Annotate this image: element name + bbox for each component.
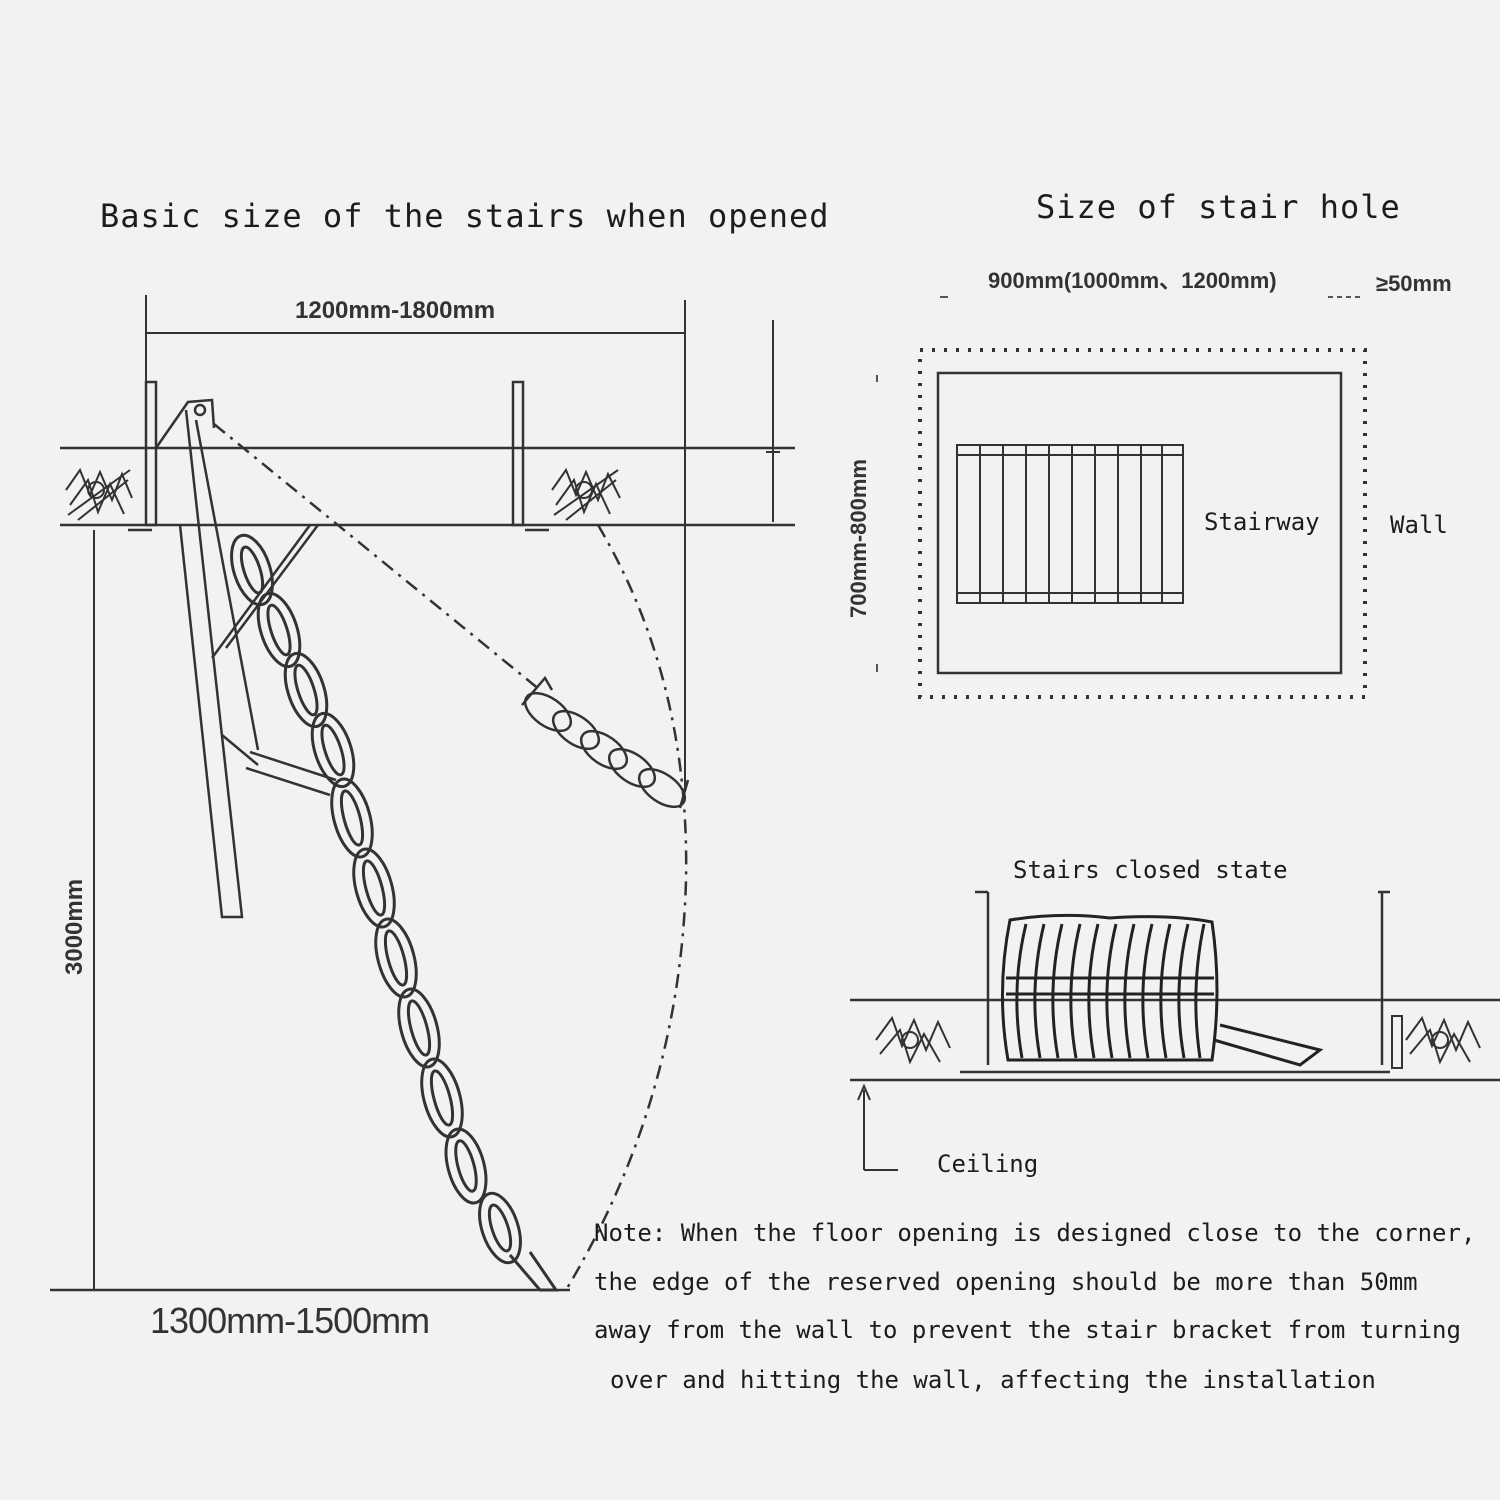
closed-title: Stairs closed state <box>1013 856 1288 884</box>
thickness-marker <box>766 320 780 522</box>
closed-hatch-right <box>1391 1015 1481 1069</box>
width-dimension-label: 1200mm-1800mm <box>295 297 495 324</box>
stairway-label: Stairway <box>1204 508 1320 536</box>
stair-hole-outline <box>936 371 1343 675</box>
note-line-3: away from the wall to prevent the stair … <box>594 1316 1461 1344</box>
ceiling-label: Ceiling <box>937 1150 1038 1178</box>
hole-height-label: 700mm-800mm <box>846 459 871 618</box>
floor-slab <box>60 446 795 527</box>
note-line-4: over and hitting the wall, affecting the… <box>610 1366 1376 1394</box>
installation-note: Note: When the floor opening is designed… <box>594 1219 1475 1394</box>
floor-hatch-right <box>551 467 621 521</box>
folded-ladder <box>1001 913 1324 1067</box>
ceiling-pointer <box>857 1083 898 1171</box>
opening-frame <box>128 380 549 532</box>
wall-label: Wall <box>1390 511 1448 539</box>
hole-width-label: 900mm(1000mm、1200mm) <box>988 268 1277 293</box>
height-dimension-label: 3000mm <box>61 879 88 975</box>
ladder-chain <box>230 533 559 1292</box>
base-dimension-label: 1300mm-1500mm <box>150 1300 429 1341</box>
opened-title: Basic size of the stairs when opened <box>100 197 830 235</box>
stairway-symbol <box>956 444 1184 604</box>
folding-ladder-path <box>521 675 690 809</box>
width-dimension-line <box>145 295 686 790</box>
note-line-2: the edge of the reserved opening should … <box>594 1268 1418 1296</box>
closed-floor-slab <box>850 890 1500 1082</box>
swing-arc-lines <box>213 423 688 1291</box>
floor-hatch-left <box>65 467 133 521</box>
closed-hatch-left <box>875 1015 951 1065</box>
note-line-1: Note: When the floor opening is designed… <box>594 1219 1475 1247</box>
hole-title: Size of stair hole <box>1036 188 1401 226</box>
hole-gap-label: ≥50mm <box>1376 271 1452 296</box>
